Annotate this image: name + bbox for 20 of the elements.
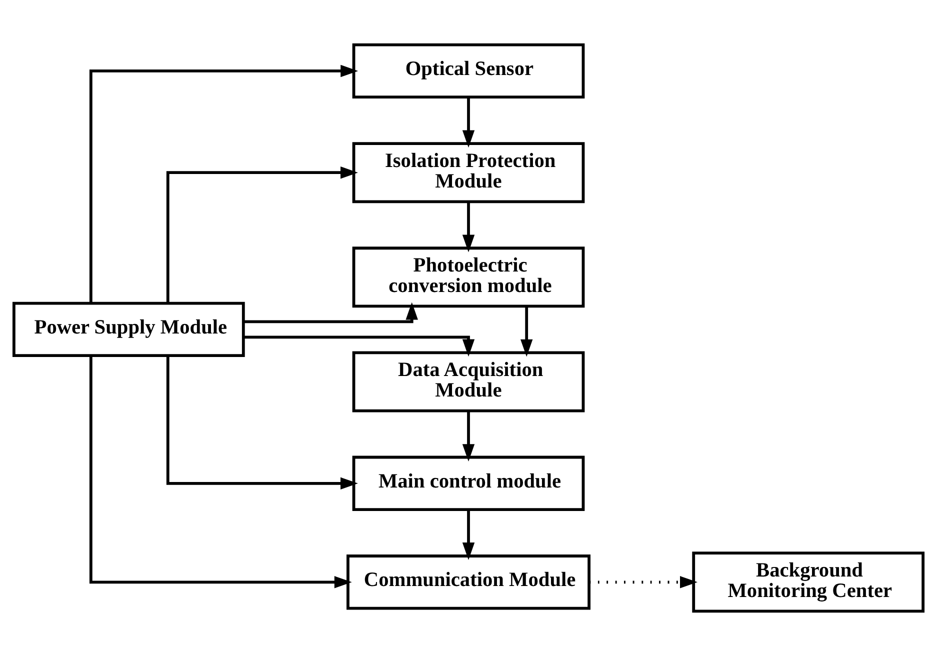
arrow bbox=[520, 306, 533, 356]
node-box: Isolation Protection Module bbox=[352, 142, 585, 203]
arrow bbox=[462, 410, 475, 462]
arrow bbox=[462, 201, 475, 252]
node-box: Photoelectric conversion module bbox=[352, 246, 585, 308]
arrow bbox=[462, 509, 475, 560]
arrow bbox=[166, 166, 358, 302]
arrow bbox=[89, 356, 352, 588]
node-box: Background Monitoring Center bbox=[692, 551, 925, 612]
node-box: Data Acquisition Module bbox=[352, 350, 585, 412]
arrow bbox=[243, 302, 418, 323]
node-box: Power Supply Module bbox=[12, 301, 245, 357]
arrow bbox=[166, 356, 358, 489]
node-box: Communication Module bbox=[346, 554, 590, 610]
node-box: Main control module bbox=[352, 455, 585, 510]
arrow bbox=[244, 335, 475, 356]
arrow bbox=[462, 96, 475, 148]
arrow bbox=[589, 576, 698, 588]
node-box: Optical Sensor bbox=[352, 42, 585, 98]
arrow bbox=[89, 64, 358, 303]
